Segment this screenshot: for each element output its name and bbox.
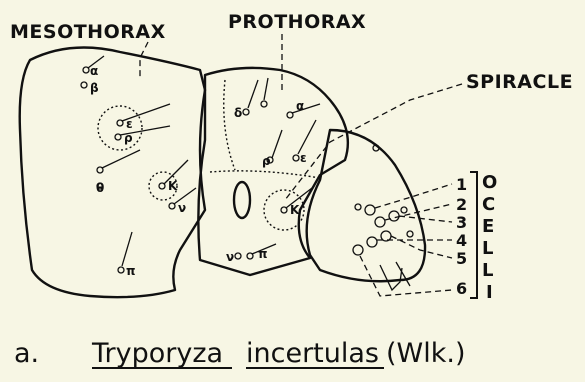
seta-label-theta: θ xyxy=(96,181,104,195)
seta-label-nu-pro: ν xyxy=(226,250,234,264)
ocellus-4 xyxy=(367,237,377,247)
ocelli-letter-i: I xyxy=(486,282,493,303)
seta-label-pi-pro: π xyxy=(258,247,268,261)
ocelli-group xyxy=(353,205,399,255)
mesothorax-outline xyxy=(20,48,205,298)
seta-label-epsilon-pro: ε xyxy=(300,151,307,165)
seta-group-circle-epsilon xyxy=(98,106,142,150)
mandible-lines xyxy=(380,262,410,290)
head-capsule-outline xyxy=(307,130,425,281)
seta-label-delta: δ xyxy=(234,106,242,120)
ocelli-letter-c: C xyxy=(482,194,495,215)
ocelli-bracket xyxy=(470,172,477,298)
seta-label-nu-meso: ν xyxy=(178,201,186,215)
caption-species: incertulas xyxy=(246,338,379,369)
label-prothorax: PROTHORAX xyxy=(228,11,366,33)
seta-label-beta: β xyxy=(90,81,99,95)
seta-label-kappa-meso: K xyxy=(168,179,178,193)
ocellus-6 xyxy=(353,245,363,255)
ocelli-letter-o: O xyxy=(482,172,497,193)
prothorax-shield-line xyxy=(224,80,235,170)
segment-divider xyxy=(210,171,320,178)
ocellus-number-5: 5 xyxy=(456,249,467,268)
seta-label-epsilon-meso: ε xyxy=(126,117,133,131)
mesothorax-leader-line xyxy=(140,42,148,80)
ocellus-number-6: 6 xyxy=(456,279,467,298)
ocelli-letter-l1: L xyxy=(482,238,493,259)
caption-letter: a. xyxy=(14,338,39,369)
ocellus-number-1: 1 xyxy=(456,175,467,194)
seta-label-rho-pro: ρ xyxy=(262,154,271,168)
ocellus-3 xyxy=(389,211,399,221)
ocellus-2 xyxy=(375,217,385,227)
setae-head xyxy=(355,145,413,237)
caption-genus: Tryporyza xyxy=(91,338,223,369)
seta-label-alpha: α xyxy=(90,64,98,78)
label-spiracle: SPIRACLE xyxy=(466,71,573,93)
seta-label-kappa-pro: K xyxy=(290,203,300,217)
seta-label-alpha-pro: α xyxy=(296,99,304,113)
ocellus-1 xyxy=(365,205,375,215)
caption-author: (Wlk.) xyxy=(386,338,465,369)
seta-label-rho-meso: ρ xyxy=(124,131,133,145)
ocelli-letter-l2: L xyxy=(482,260,493,281)
ocelli-letter-e: E xyxy=(482,216,494,237)
label-mesothorax: MESOTHORAX xyxy=(10,21,166,43)
ocellus-number-2: 2 xyxy=(456,195,467,214)
spiracle-oval xyxy=(234,182,250,218)
seta-label-pi-meso: π xyxy=(126,264,136,278)
ocellus-number-3: 3 xyxy=(456,213,467,232)
ocellus-number-4: 4 xyxy=(456,231,467,250)
